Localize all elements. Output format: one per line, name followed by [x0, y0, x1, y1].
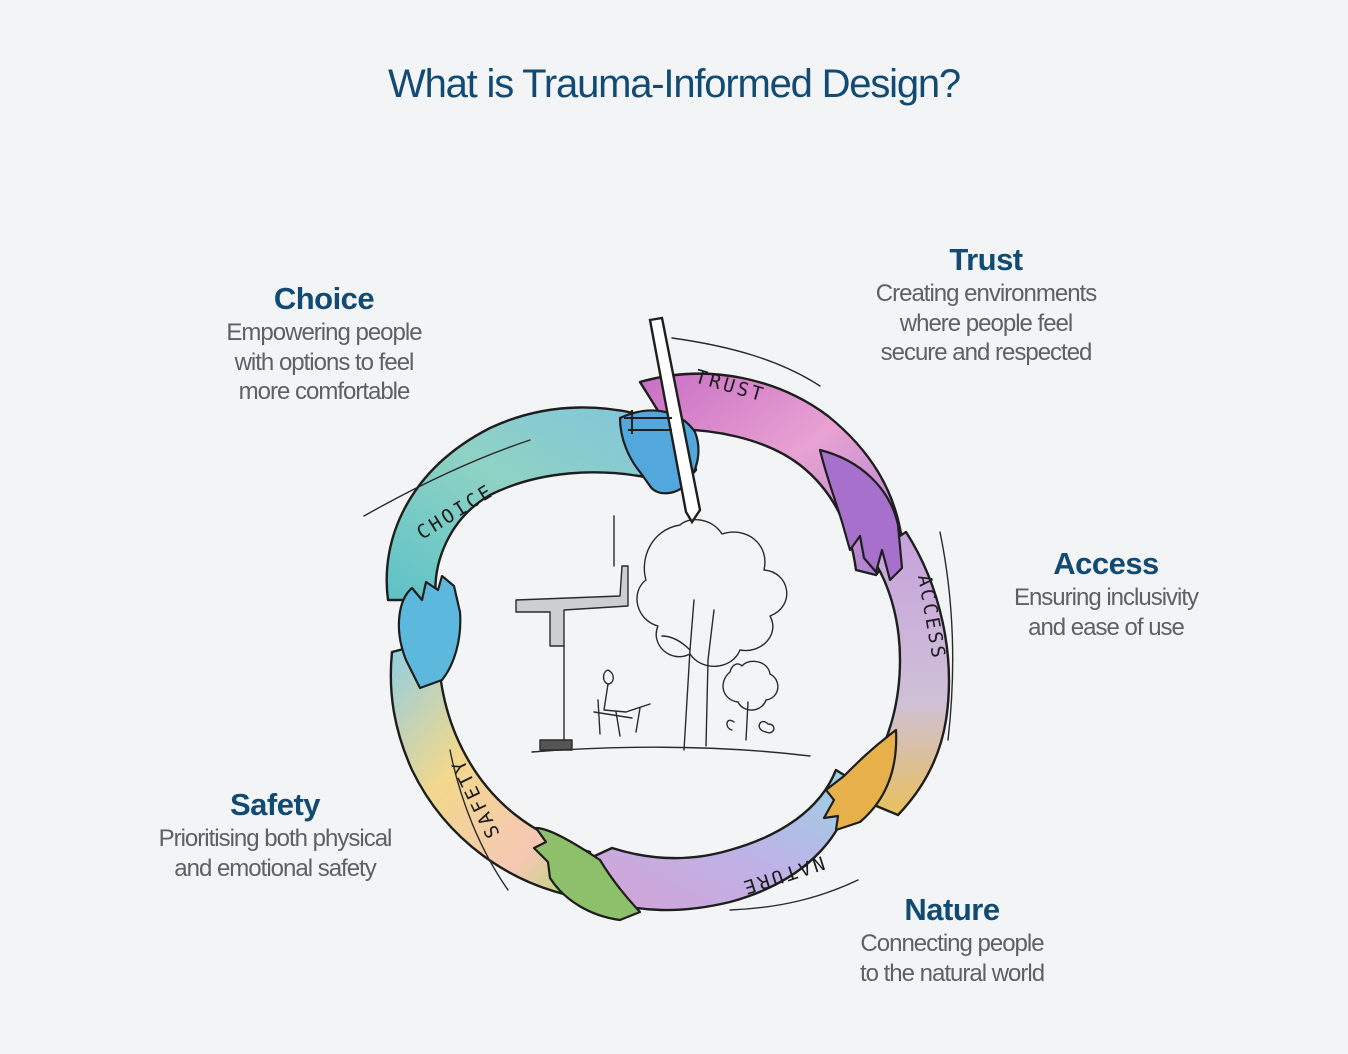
hands-circle-illustration: CHOICE TRUST ACCESS SAFETY NATURE [350, 300, 990, 940]
page-title: What is Trauma-Informed Design? [0, 62, 1348, 107]
nature-description-line: to the natural world [832, 959, 1072, 989]
access-description: Ensuring inclusivity and ease of use [986, 583, 1226, 642]
access-description-line: and ease of use [986, 613, 1226, 643]
trust-heading: Trust [846, 241, 1126, 279]
nature-arm [586, 770, 852, 910]
access-description-line: Ensuring inclusivity [986, 583, 1226, 613]
access-callout: Access Ensuring inclusivity and ease of … [986, 545, 1226, 642]
access-heading: Access [986, 545, 1226, 583]
central-sketch-scene [516, 516, 810, 756]
